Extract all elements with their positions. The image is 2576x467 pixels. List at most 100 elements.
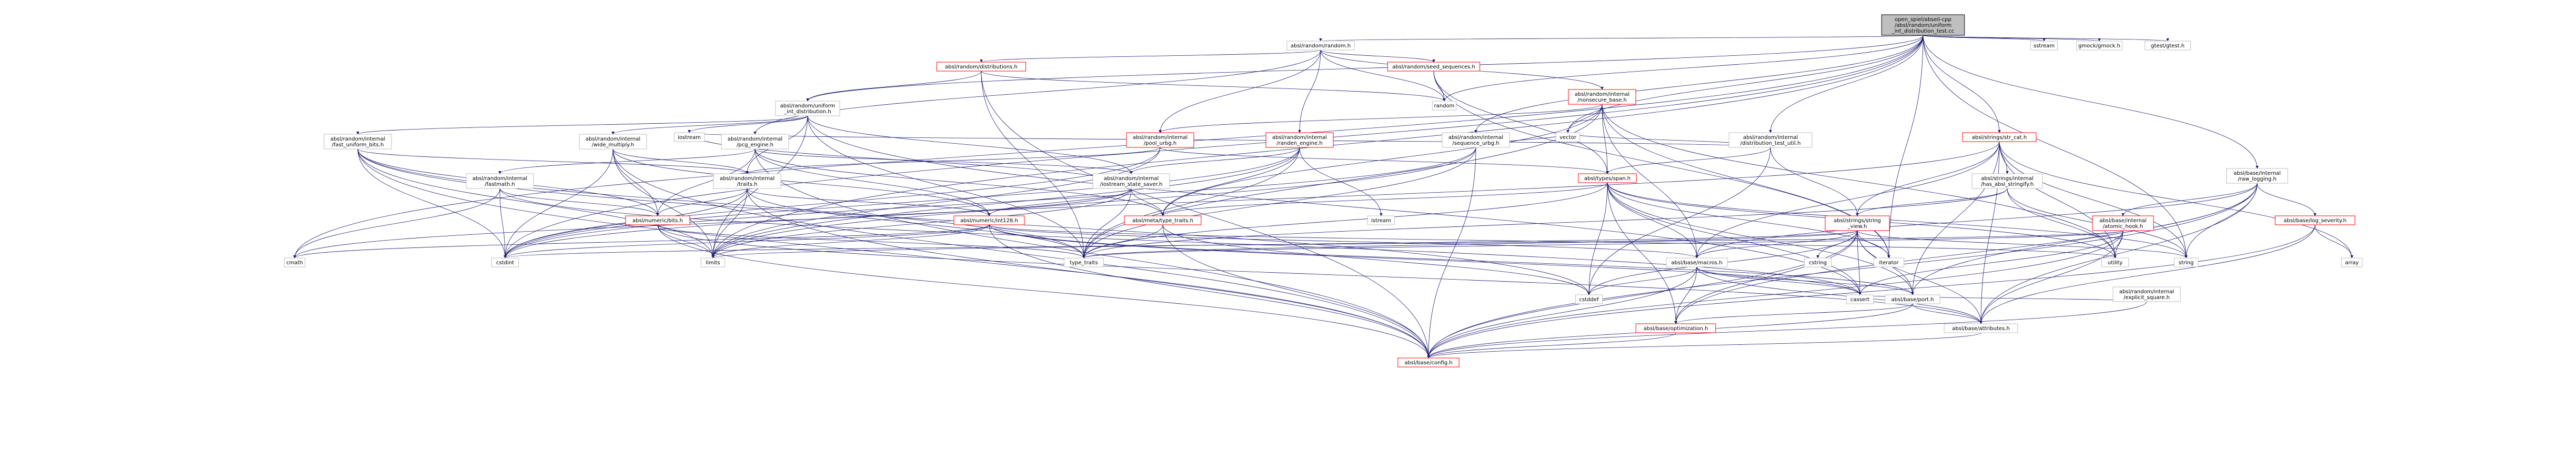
node-cstddef[interactable]: cstddef	[1575, 294, 1603, 304]
node-label: cstddef	[1579, 297, 1599, 303]
node-box	[1575, 294, 1603, 304]
node-str-cat[interactable]: absl/strings/str_cat.h	[1962, 132, 2037, 142]
node-utility[interactable]: utility	[2101, 257, 2129, 267]
node-pool-urbg[interactable]: absl/random/internal/pool_urbg.h	[1126, 132, 1194, 148]
node-attributes[interactable]: absl/base/attributes.h	[1944, 323, 2018, 333]
edge-fast-uniform-to-type-traits	[357, 148, 1085, 259]
node-label: absl/numeric/int128.h	[960, 218, 1018, 224]
node-pcg-engine[interactable]: absl/random/internal/pcg_engine.h	[721, 134, 789, 150]
node-cmath[interactable]: cmath	[284, 257, 306, 267]
node-fastmath[interactable]: absl/random/internal/fastmath.h	[466, 173, 534, 189]
node-has-absl-stringify[interactable]: absl/strings/internal/has_absl_stringify…	[1971, 173, 2043, 189]
edge-macros-to-attributes	[1696, 266, 1983, 324]
node-box	[1432, 101, 1457, 111]
node-int128[interactable]: absl/numeric/int128.h	[953, 215, 1025, 225]
node-randen-engine[interactable]: absl/random/internal/randen_engine.h	[1265, 132, 1334, 148]
edge-type-traits-absl-to-config	[1162, 224, 1430, 359]
node-span[interactable]: absl/types/span.h	[1578, 173, 1637, 183]
node-type-traits[interactable]: type_traits	[1064, 257, 1104, 267]
edge-pcg-engine-to-int128	[754, 148, 991, 216]
node-string-view[interactable]: absl/strings/string_view.h	[1825, 215, 1890, 231]
edge-int128-to-utility	[989, 224, 2117, 259]
node-label: absl/random/internal	[330, 136, 385, 142]
node-sstream[interactable]: sstream	[2030, 41, 2058, 51]
node-random[interactable]: random	[1432, 101, 1457, 111]
node-box	[1555, 132, 1581, 142]
node-nonsecure-base[interactable]: absl/random/internal/nonsecure_base.h	[1568, 89, 1636, 105]
node-atomic-hook[interactable]: absl/base/internal/atomic_hook.h	[2092, 215, 2154, 231]
node-box	[1804, 257, 1832, 267]
edge-dist-test-util-to-string-view	[1770, 147, 1859, 216]
edge-int128-to-cstdint	[504, 224, 990, 259]
edge-fast-uniform-to-traits	[357, 148, 749, 174]
node-label: absl/base/internal	[2233, 171, 2280, 176]
node-array[interactable]: array	[2341, 257, 2363, 267]
node-box	[1367, 215, 1395, 225]
node-macros[interactable]: absl/base/macros.h	[1666, 257, 1728, 267]
node-iostream-state[interactable]: absl/random/internal/iostream_state_save…	[1092, 173, 1170, 189]
node-box	[1124, 215, 1202, 225]
node-box	[1568, 89, 1636, 105]
node-box	[713, 173, 781, 189]
node-label: absl/strings/str_cat.h	[1972, 135, 2027, 141]
edge-randen-engine-to-type-traits	[1082, 147, 1300, 259]
node-box	[1666, 257, 1728, 267]
edge-nonsecure-base-to-span	[1602, 104, 1609, 174]
edge-root-to-raw-logging	[1923, 35, 2259, 169]
node-istream[interactable]: istream	[1367, 215, 1395, 225]
node-label: /fast_uniform_bits.h	[332, 142, 384, 148]
node-port[interactable]: absl/base/port.h	[1885, 294, 1940, 304]
node-config[interactable]: absl/base/config.h	[1397, 357, 1460, 367]
node-label: cstdint	[496, 260, 514, 266]
node-optimization[interactable]: absl/base/optimization.h	[1635, 323, 1716, 333]
node-cstring[interactable]: cstring	[1804, 257, 1832, 267]
node-wide-multiply[interactable]: absl/random/internal/wide_multiply.h	[579, 134, 647, 150]
node-limits[interactable]: limits	[700, 257, 726, 267]
edge-pool-urbg-to-cstdint	[504, 147, 1161, 259]
node-cassert[interactable]: cassert	[1846, 294, 1874, 304]
node-raw-logging[interactable]: absl/base/internal/raw_logging.h	[2226, 168, 2288, 184]
edge-random-h-to-pool-urbg	[1159, 49, 1321, 133]
node-root: open_spiel/abseil-cpp/absl/random/unifor…	[1881, 14, 1965, 36]
edge-bits-to-type-traits	[657, 224, 1085, 259]
edge-root-to-gmock	[1923, 35, 2101, 42]
node-xfrm-square[interactable]: absl/random/internal/explicit_square.h	[2112, 286, 2181, 302]
node-label: absl/random/internal	[1448, 135, 1503, 141]
node-fast-uniform[interactable]: absl/random/internal/fast_uniform_bits.h	[324, 134, 392, 150]
node-vector[interactable]: vector	[1555, 132, 1581, 142]
edge-string-view-to-type-traits	[1082, 230, 1858, 259]
node-sequence-urbg[interactable]: absl/random/internal/sequence_urbg.h	[1442, 132, 1510, 148]
edge-int128-to-port	[989, 224, 1914, 295]
node-type-traits-absl[interactable]: absl/meta/type_traits.h	[1124, 215, 1202, 225]
node-box	[2076, 41, 2122, 51]
node-gtest[interactable]: gtest/gtest.h	[2145, 41, 2191, 51]
edge-atomic-hook-to-cstdint	[504, 230, 2124, 259]
node-string[interactable]: string	[2174, 257, 2199, 267]
node-iostream[interactable]: iostream	[673, 132, 705, 142]
node-cstdint[interactable]: cstdint	[491, 257, 519, 267]
edge-has-absl-stringify-to-type-traits	[1082, 188, 2008, 259]
node-log-severity[interactable]: absl/base/log_severity.h	[2275, 215, 2356, 225]
edge-macros-to-optimization	[1674, 266, 1697, 324]
node-iterator[interactable]: iterator	[1873, 257, 1905, 267]
node-label: /wide_multiply.h	[592, 142, 635, 148]
edge-root-to-sstream	[1923, 35, 2046, 42]
node-label: absl/random/internal	[1104, 176, 1159, 182]
edge-str-cat-to-string-view	[1856, 141, 2000, 216]
node-label: string	[2179, 260, 2194, 266]
node-label: absl/random/internal	[728, 136, 782, 142]
node-bits[interactable]: absl/numeric/bits.h	[625, 215, 690, 225]
node-gmock[interactable]: gmock/gmock.h	[2076, 41, 2122, 51]
node-label: _int_distribution.h	[783, 109, 831, 115]
edge-str-cat-to-string	[1999, 141, 2188, 259]
node-seed-sequences[interactable]: absl/random/seed_sequences.h	[1387, 62, 1481, 72]
node-traits[interactable]: absl/random/internal/traits.h	[713, 173, 781, 189]
edge-atomic-hook-to-cassert	[1858, 230, 2124, 295]
node-uniform-int[interactable]: absl/random/uniform_int_distribution.h	[775, 101, 840, 116]
edge-traits-to-int128	[747, 188, 991, 216]
node-label: limits	[706, 260, 720, 266]
node-distributions[interactable]: absl/random/distributions.h	[936, 62, 1027, 72]
node-dist-test-util[interactable]: absl/random/internal/distribution_test_u…	[1728, 132, 1813, 148]
edge-random-h-to-randen-engine	[1298, 49, 1321, 133]
node-random-h[interactable]: absl/random/random.h	[1286, 41, 1355, 51]
